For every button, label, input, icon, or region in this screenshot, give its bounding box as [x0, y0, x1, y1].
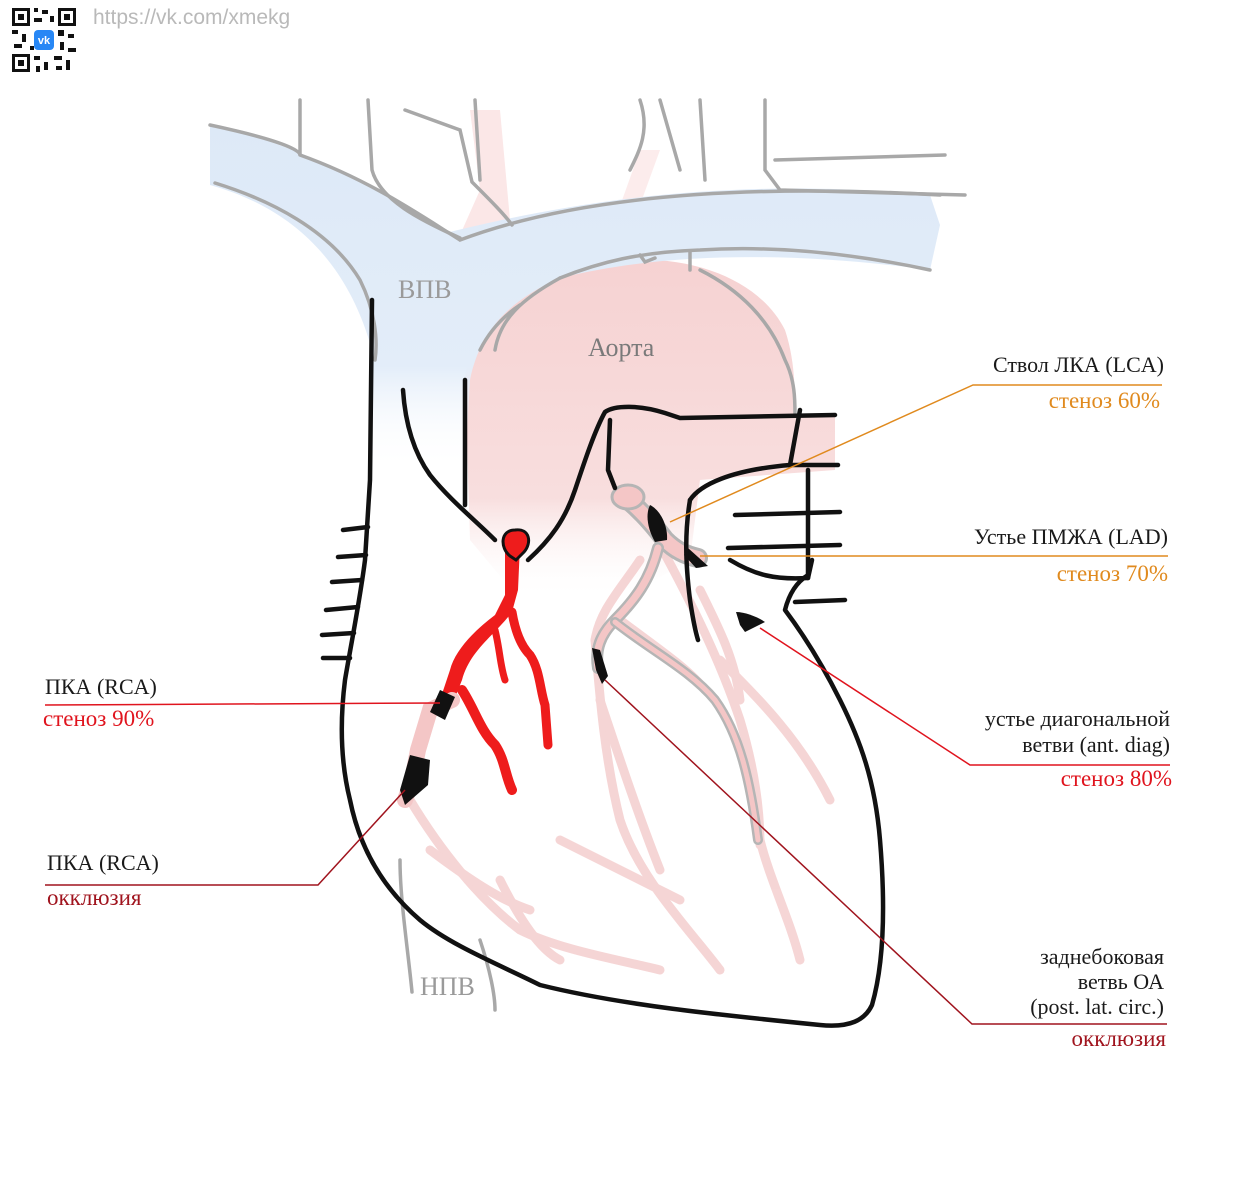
qr-code-icon: vk [10, 6, 78, 74]
vk-logo-icon: vk [38, 35, 51, 47]
diag-status-label: стеноз 80% [1060, 766, 1172, 791]
rca-stenosis-status-label: стеноз 90% [43, 706, 155, 731]
source-url[interactable]: https://vk.com/xmekg [93, 6, 291, 29]
svc-fill [210, 125, 940, 470]
rca-artery [440, 545, 520, 705]
aorta-fill [465, 259, 835, 600]
svc-label: ВПВ [398, 275, 452, 304]
lca-name-label: Ствол ЛКА (LCA) [992, 352, 1164, 377]
posterolateral-name-line2: ветвь ОА [1077, 969, 1164, 994]
diag-name-line1: устье диагональной [984, 706, 1170, 731]
posterolateral-leader [604, 679, 1167, 1025]
ivc-label: НПВ [420, 972, 475, 1001]
posterolateral-occlusion-marker [592, 648, 608, 684]
lca-stenosis-marker [647, 505, 668, 542]
diag-leader [759, 627, 1170, 766]
lad-status-label: стеноз 70% [1056, 561, 1168, 586]
rca-occlusion-leader [45, 789, 406, 886]
rca-stenosis-leader [44, 702, 441, 706]
diag-name-line2: ветви (ant. diag) [1022, 732, 1170, 757]
lca-leader [669, 384, 1162, 523]
rca-occlusion-name-label: ПКА (RCA) [47, 850, 159, 875]
rca-occlusion-marker [400, 755, 430, 805]
lad-name-label: Устье ПМЖА (LAD) [973, 524, 1168, 549]
posterolateral-status-label: окклюзия [1071, 1026, 1166, 1051]
diag-stenosis-marker [736, 612, 765, 632]
rca-occlusion-status-label: окклюзия [47, 885, 142, 910]
posterolateral-name-line3: (post. lat. circ.) [1030, 994, 1164, 1019]
lad-stenosis-marker [684, 548, 708, 568]
rca-stenosis-marker [430, 690, 455, 720]
lca-status-label: стеноз 60% [1048, 388, 1160, 413]
aorta-label: Аорта [588, 333, 655, 362]
posterolateral-name-line1: заднебоковая [1040, 944, 1164, 969]
rca-stenosis-name-label: ПКА (RCA) [45, 674, 157, 699]
